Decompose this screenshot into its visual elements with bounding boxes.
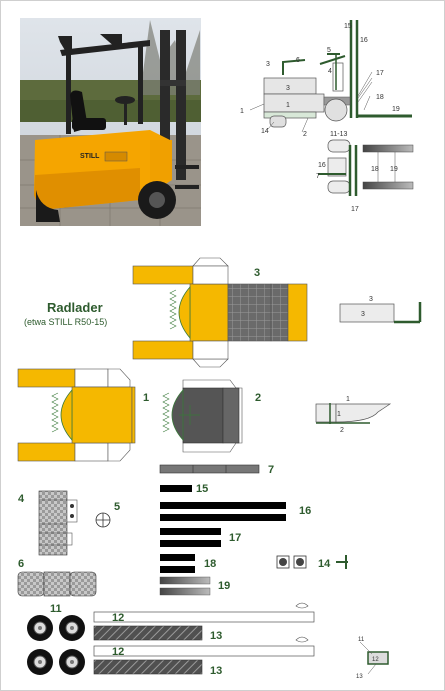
assembly-label-15: 15 [344,23,352,30]
assembly-label-16: 16 [360,37,368,44]
part-number-2: 2 [255,392,261,404]
part-2-cutout: 2 [162,379,261,453]
assembly-label-19b: 19 [390,166,398,173]
assembly-label-11-13: 11-13 [330,131,347,138]
part-number-5: 5 [114,501,120,513]
assembly-label-1: 1 [240,108,244,115]
part-number-13a: 13 [210,630,222,642]
photo-brand-text: STILL [80,153,100,160]
assembly-label-17b: 17 [351,206,359,213]
side-view-3: 3 3 [339,296,422,324]
side-label-1a: 1 [346,396,350,403]
strips-12-13: 12 13 12 13 [93,602,315,677]
assembly-part-3 [263,77,317,95]
part-number-6: 6 [18,558,24,570]
assembly-label-16b: 16 [318,162,326,169]
side-label-2: 2 [340,427,344,434]
assembly-label-4: 4 [328,68,332,75]
part-number-17: 17 [229,532,241,544]
assembly-label-5: 5 [327,47,331,54]
assembly-label-6: 6 [296,57,300,64]
assembly-label-3: 3 [266,61,270,68]
assembly-part-1 [263,93,325,113]
part-11-wheels: 11 [27,603,85,675]
assembly-label-1b: 1 [286,102,290,109]
part-14-cutout: 14 [276,555,348,570]
model-subtitle: (etwa STILL R50-15) [24,317,107,327]
part-number-18: 18 [204,558,216,570]
assembly-label-18: 18 [376,94,384,101]
side-label-3a: 3 [369,296,373,303]
assembly-part-2 [263,111,317,119]
part-number-4: 4 [18,493,25,505]
part-5-cutout: 5 [95,501,120,528]
assembly-label-18b: 18 [371,166,379,173]
assembly-label-7: 7 [316,173,320,180]
part-4-cutout: 4 [18,490,78,556]
part-1-cutout: 1 [17,368,149,462]
part-number-11: 11 [50,603,62,615]
side-view-1-2: 1 1 2 [315,396,392,434]
assembly-label-17: 17 [376,70,384,77]
part-number-15: 15 [196,483,208,495]
assembly-label-14: 14 [261,128,269,135]
bars-15-19: 15 16 17 18 19 [159,483,311,596]
wheel-section-view: 11 12 13 [356,637,389,680]
part-7-cutout: 7 [159,464,274,476]
section-label-11: 11 [358,637,365,643]
forklift-photo: STILL [20,18,201,226]
assembly-label-2: 2 [303,131,307,138]
part-3-cutout: 3 [132,257,308,368]
section-label-12: 12 [372,657,379,663]
assembly-label-19: 19 [392,106,400,113]
part-number-12b: 12 [112,646,124,658]
section-label-13: 13 [356,674,363,680]
part-number-13b: 13 [210,665,222,677]
part-number-1: 1 [143,392,149,404]
part-number-19: 19 [218,580,230,592]
model-title: Radlader [47,300,103,315]
part-number-16: 16 [299,505,311,517]
part-6-cutout: 6 [17,558,97,597]
part-number-7: 7 [268,464,274,476]
assembly-label-3b: 3 [286,85,290,92]
assembly-diagram: 15 16 3 6 5 4 17 18 19 3 1 1 2 14 11-13 … [240,20,414,213]
side-label-1b: 1 [337,411,341,418]
part-number-12a: 12 [112,612,124,624]
side-label-3b: 3 [361,311,365,318]
part-number-14: 14 [318,558,331,570]
part-number-3: 3 [254,267,260,279]
